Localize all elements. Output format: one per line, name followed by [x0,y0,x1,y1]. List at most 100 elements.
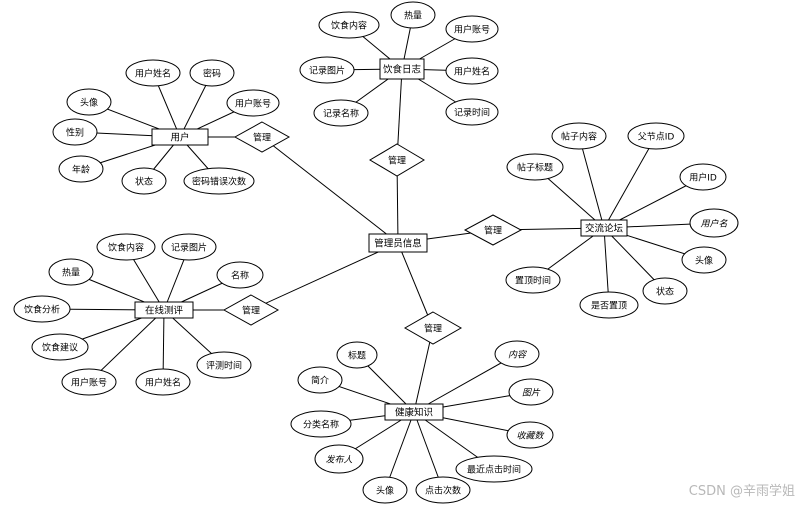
attribute-label: 状态 [135,176,153,188]
attribute-ellipse [551,122,607,150]
attribute-ellipse [627,122,685,150]
attribute-label: 头像 [376,485,394,497]
attribute-ellipse [31,333,89,361]
attribute-label: 记录名称 [323,108,359,120]
relationship-label: 管理 [253,132,271,144]
attribute-user-u3: 头像 [66,88,112,116]
attribute-label: 发布人 [325,455,352,466]
attribute-ellipse [579,291,639,319]
attribute-label: 头像 [695,255,713,267]
attribute-label: 用户名 [700,219,728,230]
entity-label: 健康知识 [395,407,433,419]
relationship-diamond [222,294,280,326]
attribute-label: 密码错误次数 [192,176,246,188]
attribute-ellipse [121,167,167,195]
attribute-user-u1: 用户姓名 [125,59,181,87]
csdn-watermark: CSDN @辛雨学姐 [688,484,795,499]
attribute-health-h2: 内容 [494,340,540,368]
attribute-label: 简介 [311,375,329,387]
attribute-label: 密码 [203,68,221,80]
attribute-label: 热量 [404,10,422,22]
entity-box [368,233,428,253]
relationship-diamond [463,214,523,246]
attribute-label: 用户账号 [71,377,107,389]
relationship-label: 管理 [388,155,406,167]
attribute-eval-e4: 名称 [216,261,264,289]
attribute-ellipse [681,246,727,274]
attribute-ellipse [183,167,255,195]
attribute-health-h8: 最近点击时间 [455,455,533,483]
relationship-label: 管理 [424,323,442,335]
diagram-nodes: 用户姓名密码头像用户账号性别年龄状态密码错误次数饮食内容热量用户账号记录图片用户… [13,1,739,504]
attribute-ellipse [679,163,727,191]
attribute-forum-f1: 帖子内容 [551,122,607,150]
attribute-forum-f7: 置顶时间 [505,266,561,294]
link-line-admin-r_health [397,242,434,329]
attribute-label: 记录时间 [454,107,490,119]
relationship-diamond [403,311,463,345]
attribute-ellipse [58,155,104,183]
attribute-forum-f5: 用户名 [689,208,739,238]
attribute-diet-d4: 记录图片 [299,56,355,84]
attribute-label: 性别 [66,127,84,139]
attribute-label: 帖子内容 [561,131,597,143]
attribute-ellipse [96,233,156,261]
attribute-eval-e5: 饮食分析 [13,295,71,323]
attribute-label: 记录图片 [171,242,207,254]
relationship-r_health: 管理 [403,311,463,345]
attribute-ellipse [445,57,499,85]
attribute-health-h3: 简介 [297,366,343,394]
attribute-diet-d2: 热量 [390,1,436,29]
entity-label: 在线测评 [145,305,184,317]
relationship-label: 管理 [242,305,260,317]
attribute-label: 用户ID [689,172,717,184]
entity-label: 交流论坛 [585,223,624,235]
attribute-ellipse [216,261,264,289]
attribute-diet-d3: 用户账号 [445,15,499,43]
attribute-ellipse [52,118,98,146]
attribute-ellipse [226,89,280,117]
attribute-ellipse [297,366,343,394]
attribute-label: 父节点ID [638,132,675,143]
relationship-label: 管理 [484,225,502,237]
attribute-user-u4: 用户账号 [226,89,280,117]
attribute-eval-e7: 用户账号 [61,368,117,396]
relationship-r_eval: 管理 [222,294,280,326]
entity-admin: 管理员信息 [368,233,428,253]
link-line-admin-r_user [261,136,399,244]
attribute-health-h9: 头像 [362,476,408,504]
relationship-r_user: 管理 [233,121,291,153]
attribute-label: 饮食建议 [42,342,78,354]
attribute-label: 帖子标题 [517,162,553,174]
attribute-health-h5: 分类名称 [290,410,352,438]
attribute-eval-e3: 热量 [48,258,94,286]
attribute-health-h6: 收藏数 [506,421,554,449]
attribute-ellipse [318,11,380,39]
attribute-label: 最近点击时间 [467,464,521,476]
attribute-ellipse [445,15,499,43]
attribute-label: 年龄 [72,164,90,176]
entity-label: 用户 [170,132,189,144]
entity-box [379,58,425,80]
attribute-health-h10: 点击次数 [415,476,471,504]
attribute-ellipse [299,56,355,84]
attribute-ellipse [135,368,191,396]
attribute-ellipse [506,153,564,181]
attribute-ellipse [314,444,364,474]
attribute-diet-d1: 饮食内容 [318,11,380,39]
relationship-diamond [369,143,425,177]
relationship-r_forum: 管理 [463,214,523,246]
attr-line-f1 [578,135,605,229]
entity-user: 用户 [151,128,209,146]
attribute-label: 评测时间 [206,360,242,372]
attribute-label: 置顶时间 [515,275,551,287]
attr-line-h2 [413,353,518,413]
attribute-eval-e6: 饮食建议 [31,333,89,361]
entity-box [151,128,209,146]
entity-box [384,403,444,421]
attribute-label: 用户账号 [235,98,271,110]
entity-eval: 在线测评 [134,301,194,319]
attribute-ellipse [455,455,533,483]
attribute-user-u8: 密码错误次数 [183,167,255,195]
